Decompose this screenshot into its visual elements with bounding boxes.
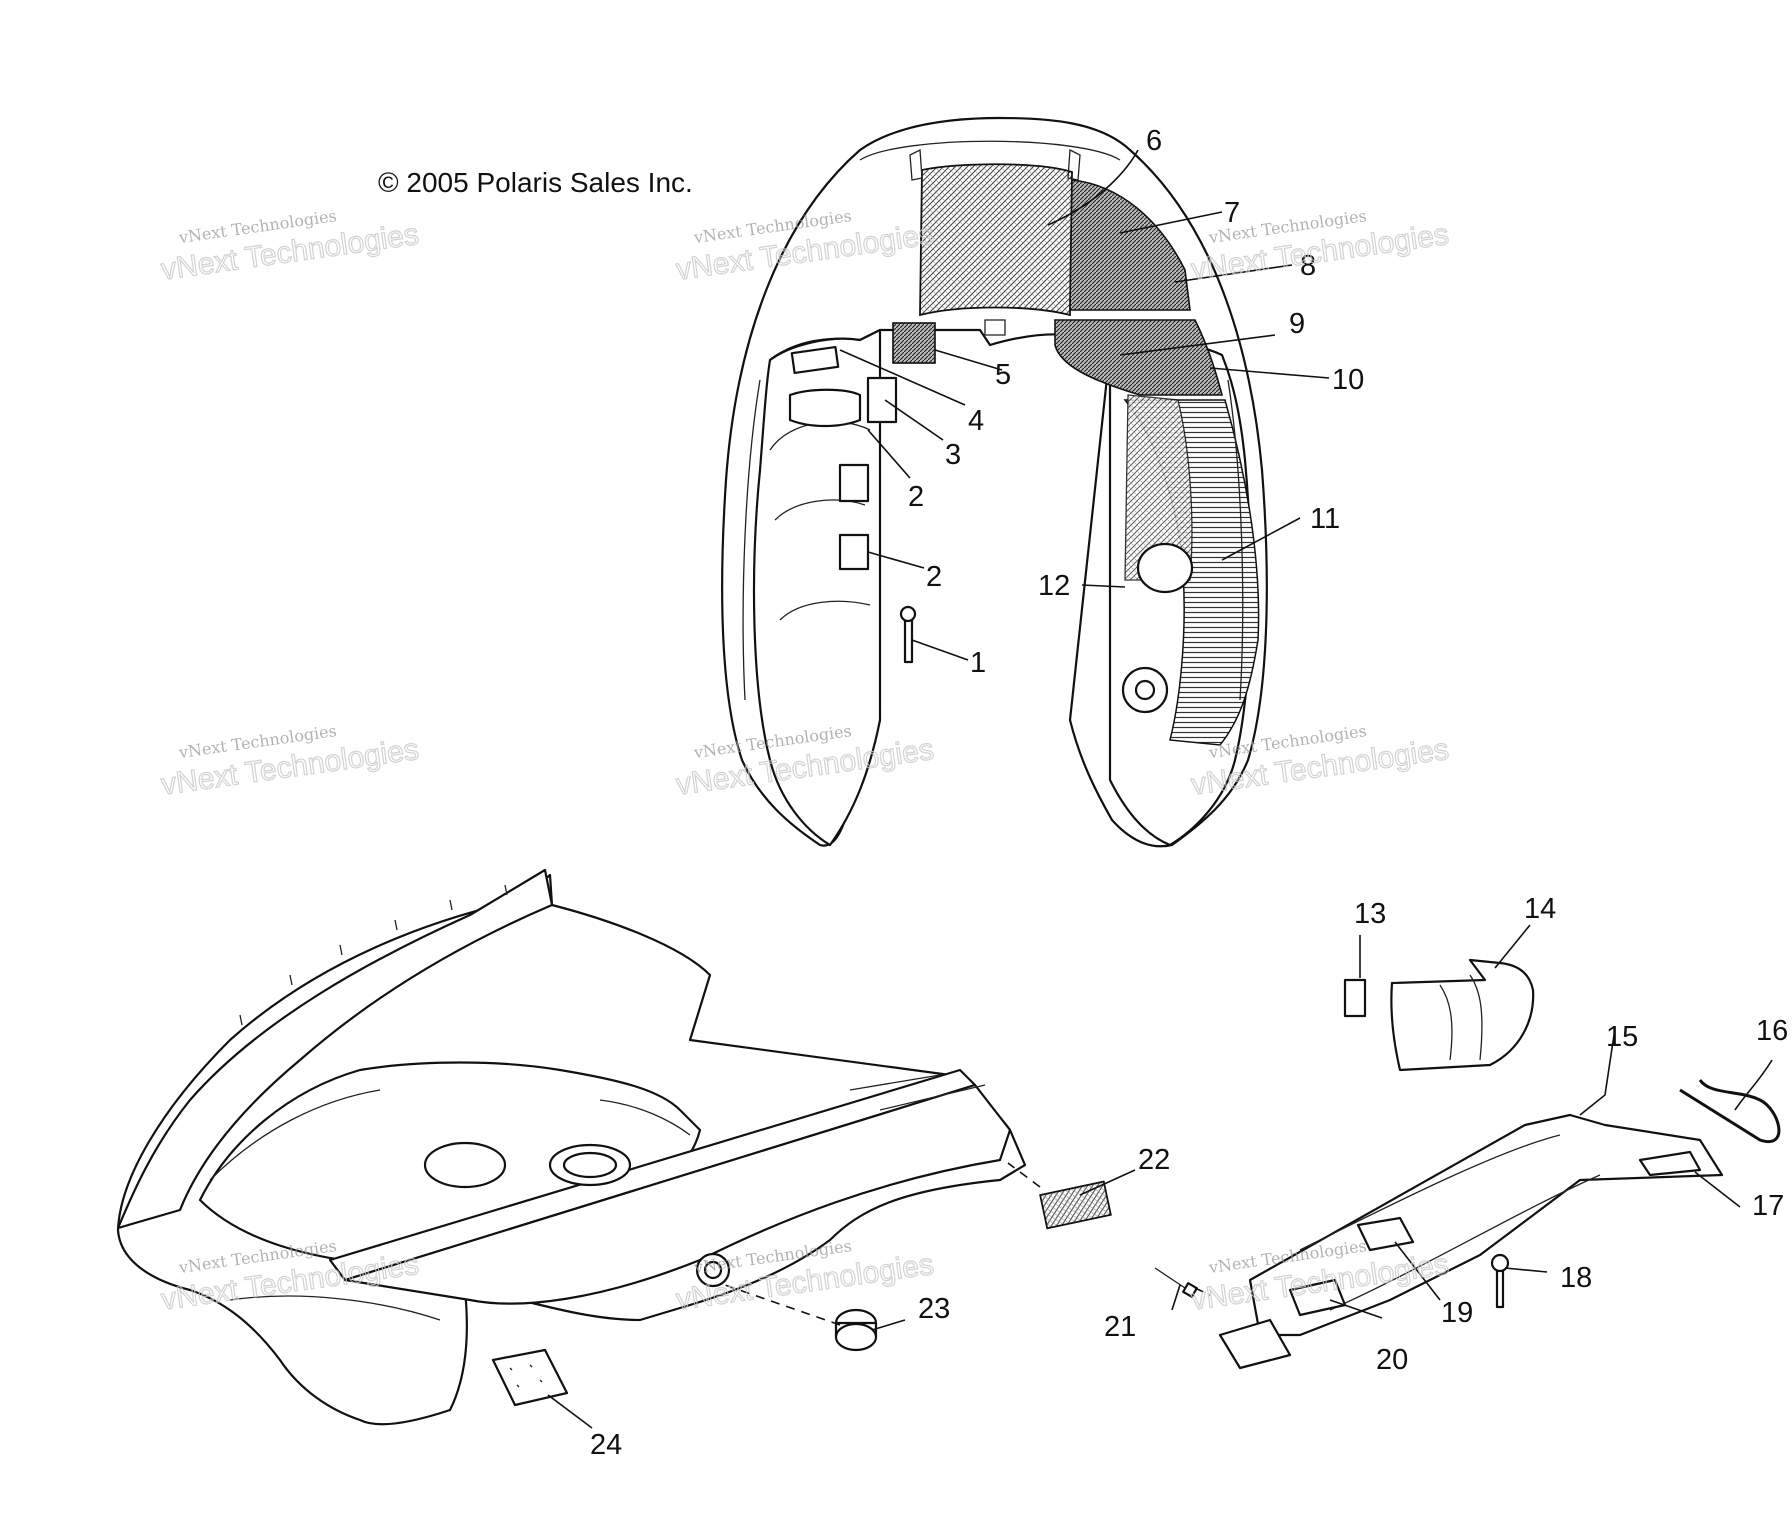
callout-9: 9: [1289, 308, 1305, 340]
decal-panel-9: [1054, 319, 1224, 396]
callout-3: 3: [945, 439, 961, 471]
rivet-1-head: [899, 605, 917, 623]
leader-lines: [547, 149, 1773, 1429]
callout-22: 22: [1138, 1144, 1170, 1176]
watermark-top-left: vNext Technologies vNext Technologies: [159, 206, 422, 287]
small-plate: [790, 345, 840, 375]
part-21-pin: [1154, 1267, 1189, 1291]
watermark-low-left: vNext Technologies vNext Technologies: [159, 1236, 422, 1317]
part-23-grommet: [834, 1308, 878, 1352]
callout-10: 10: [1332, 364, 1364, 396]
hood-perspective-view: [116, 868, 1027, 1426]
callout-19: 19: [1441, 1297, 1473, 1329]
callout-5: 5: [995, 359, 1011, 391]
callout-16: 16: [1756, 1015, 1788, 1047]
watermark-mid-left: vNext Technologies vNext Technologies: [159, 721, 422, 802]
part-15-panel: [1248, 1113, 1724, 1337]
part-13-clip: [1343, 978, 1367, 1018]
callout-8: 8: [1300, 250, 1316, 282]
decal-panel-7: [1069, 179, 1191, 311]
callout-17: 17: [1752, 1190, 1784, 1222]
grommet-hole-inner: [703, 1260, 723, 1280]
callout-6: 6: [1146, 125, 1162, 157]
part-16-cable: [1679, 1079, 1781, 1144]
callout-15: 15: [1606, 1021, 1638, 1053]
callout-21: 21: [1104, 1311, 1136, 1343]
callout-2b: 2: [926, 561, 942, 593]
callout-2a: 2: [908, 481, 924, 513]
part-19-pad: [1356, 1216, 1415, 1252]
right-wall-oval-port: [1136, 542, 1194, 594]
callout-1: 1: [970, 647, 986, 679]
left-vent: [788, 388, 862, 428]
hood-rivets: [239, 884, 508, 1026]
callout-24: 24: [590, 1429, 622, 1461]
hood-edge-lines: [742, 140, 1244, 701]
part-14-duct: [1390, 958, 1535, 1072]
right-wall-round-fitting-inner: [1134, 679, 1156, 701]
round-port: [423, 1141, 507, 1189]
part-18-rivet-head: [1490, 1253, 1510, 1273]
part-17-pad: [1638, 1150, 1702, 1177]
part-21-pin-head: [1182, 1282, 1198, 1298]
part-2-label-lower: [838, 533, 870, 571]
hood-top-tabs: [909, 148, 1081, 336]
callout-14: 14: [1524, 893, 1556, 925]
windshield-panel: [919, 163, 1073, 317]
part-5-block: [892, 322, 936, 364]
part-15-hinge-plate: [1218, 1318, 1292, 1370]
part-14-detail: [1439, 974, 1483, 1061]
callout-11: 11: [1310, 503, 1340, 535]
callout-13: 13: [1354, 898, 1386, 930]
callout-20: 20: [1376, 1344, 1408, 1376]
windshield-edge: [116, 868, 554, 1230]
part-3-box: [866, 376, 898, 424]
callout-23: 23: [918, 1293, 950, 1325]
hood-contour-lines: [209, 1074, 986, 1321]
copyright-text: © 2005 Polaris Sales Inc.: [378, 167, 693, 198]
part-2-label-upper: [838, 463, 870, 503]
part-22-decal: [1039, 1180, 1112, 1230]
callout-12: 12: [1038, 570, 1070, 602]
part-15-detail: [1299, 1134, 1601, 1311]
seat-recess-inner: [562, 1151, 618, 1179]
callout-4: 4: [968, 405, 984, 437]
callout-7: 7: [1224, 197, 1240, 229]
part-24-holes: [509, 1364, 543, 1388]
callout-18: 18: [1560, 1262, 1592, 1294]
hood-top-view: [721, 116, 1268, 848]
hood-left-inner-wall: [752, 328, 882, 847]
part-24-plate: [491, 1348, 569, 1407]
